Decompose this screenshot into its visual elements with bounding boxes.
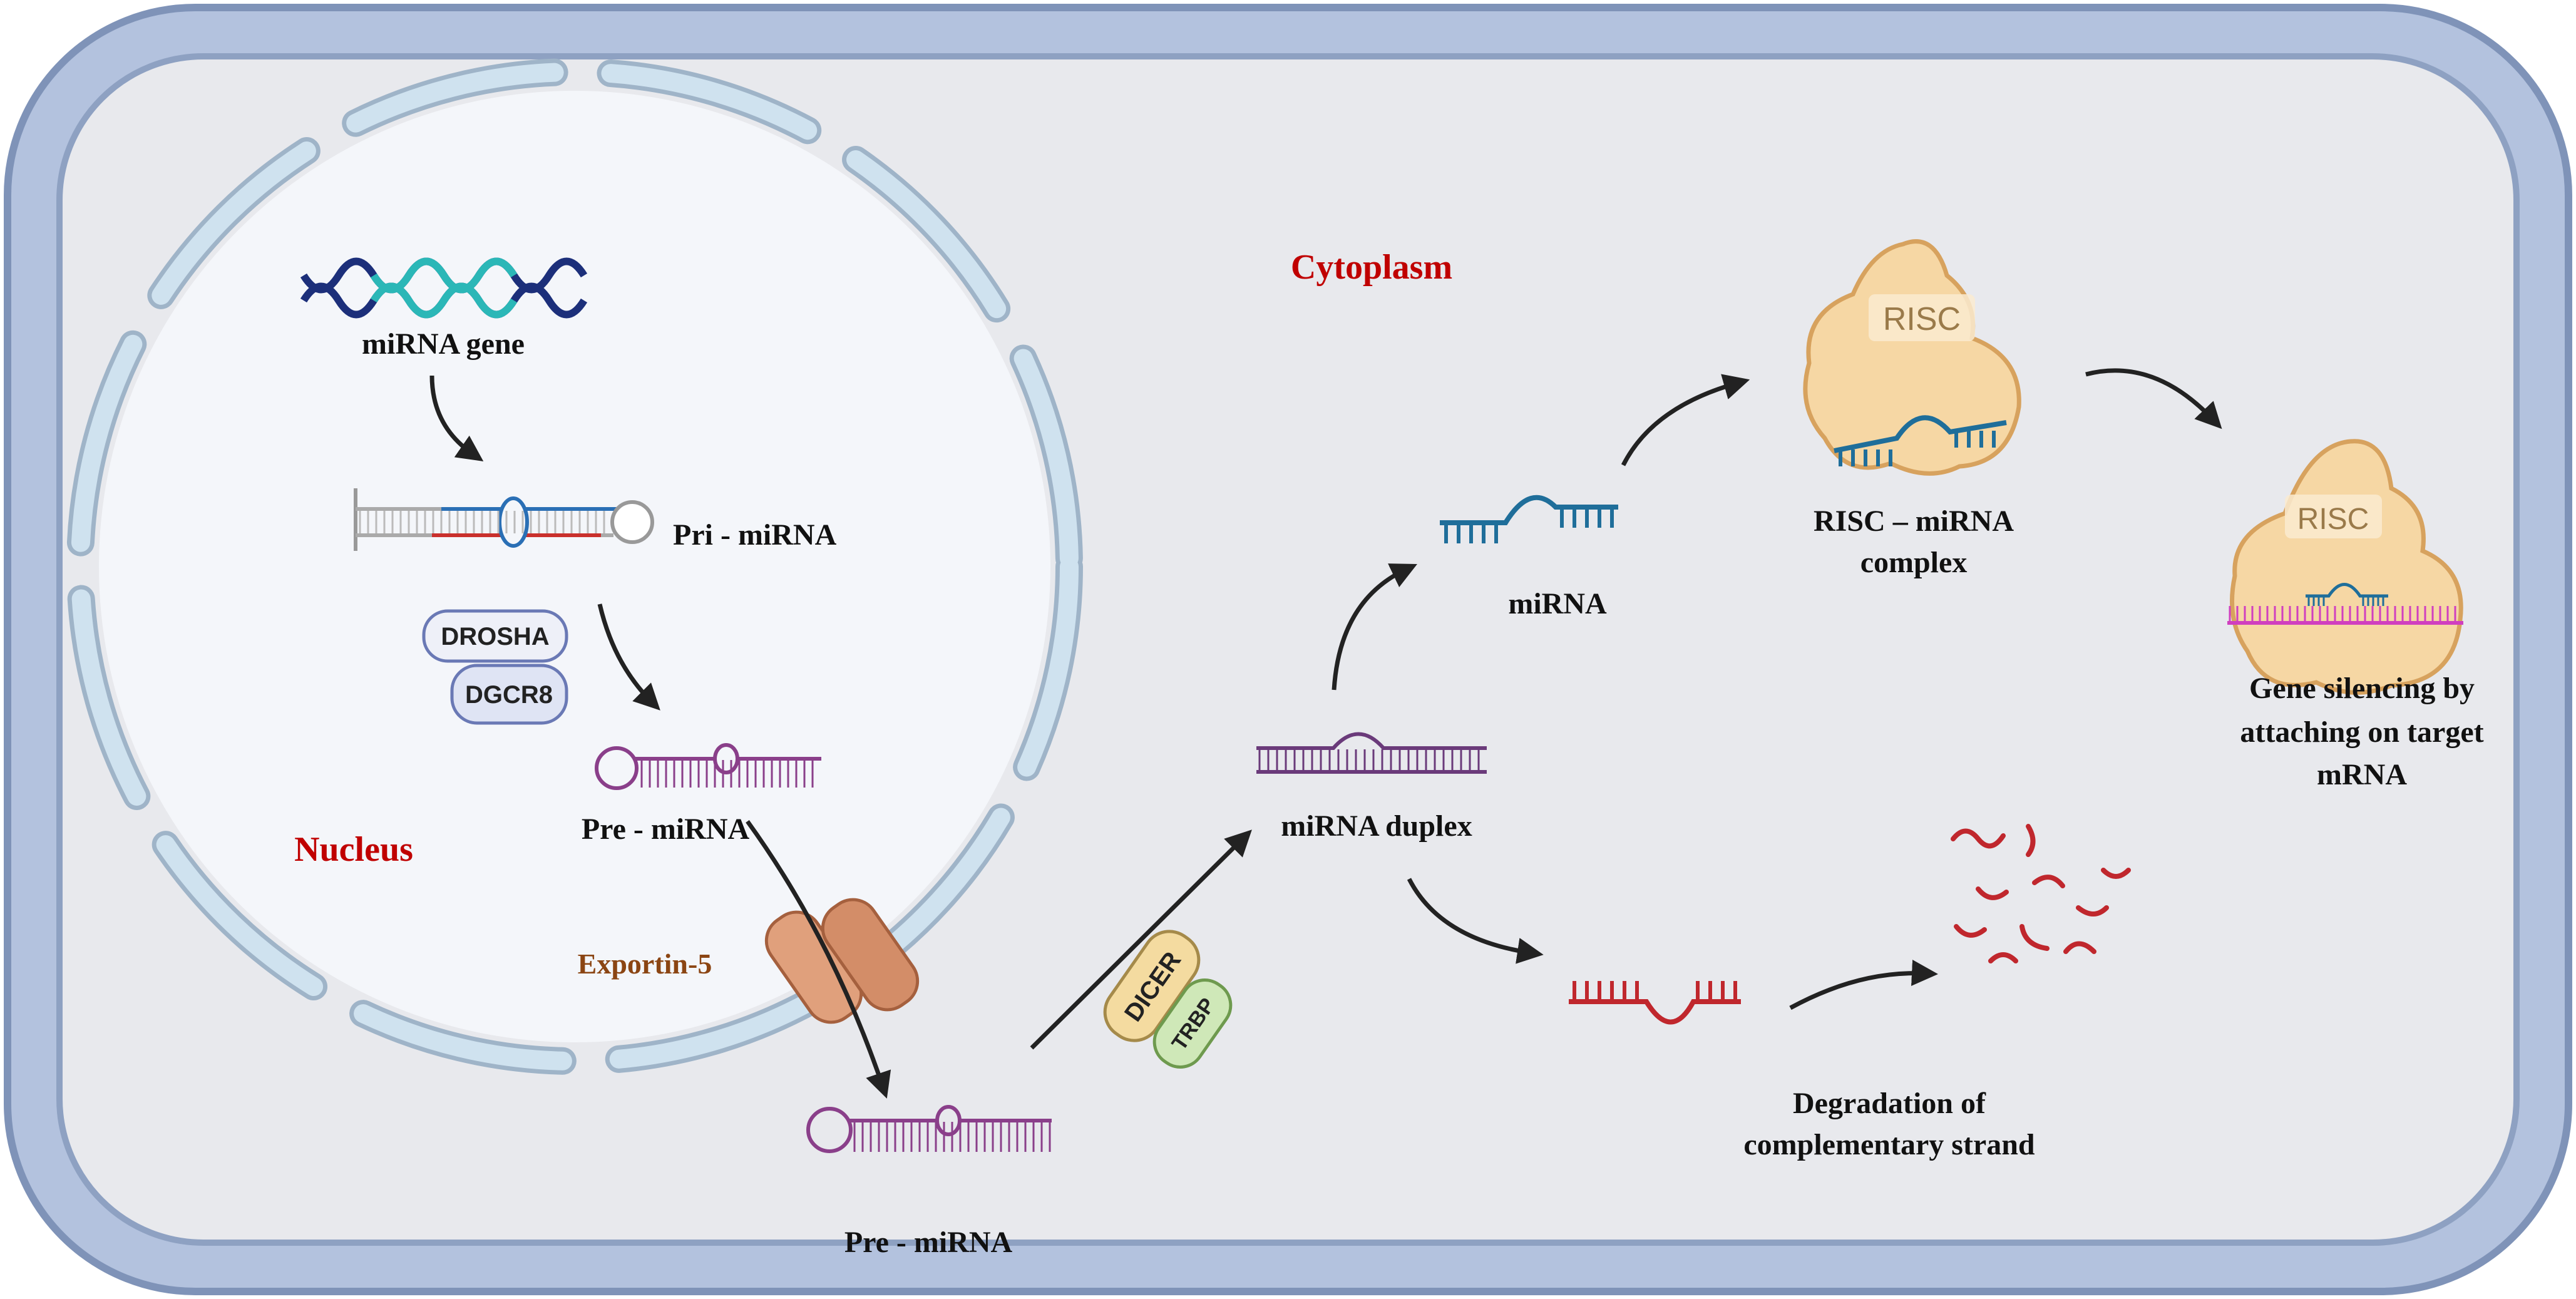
- base-pair-rungs: [1573, 981, 1639, 1002]
- base-pair-rungs: [359, 511, 605, 533]
- base-pair-rungs: [1444, 523, 1498, 543]
- base-pair-rungs: [1954, 431, 1996, 448]
- dna-helix-icon: [300, 257, 588, 319]
- pre-mirna-hairpin-icon: [595, 743, 821, 790]
- arrow-dicer-processing: [1030, 829, 1252, 1050]
- drosha-label: DROSHA: [441, 623, 549, 650]
- pre-mirna-nucleus-label: Pre - miRNA: [582, 813, 750, 846]
- risc-target-protein-icon: [2230, 439, 2463, 695]
- cytoplasm-label: Cytoplasm: [1291, 248, 1452, 287]
- arrow-to-degradation: [1789, 960, 1938, 1010]
- pri-mirna-label: Pri - miRNA: [673, 518, 837, 552]
- pre-mirna-cytoplasm-hairpin-icon: [806, 1105, 1052, 1153]
- exportin-5-channel-icon: [764, 898, 920, 1024]
- target-mrna-icon: [2227, 606, 2463, 625]
- mirna-label: miRNA: [1508, 587, 1607, 620]
- arrow-mirna-to-risc: [1621, 374, 1750, 466]
- base-pair-rungs: [1258, 749, 1480, 771]
- nucleus-label: Nucleus: [294, 830, 413, 869]
- base-pair-rungs: [2229, 606, 2456, 623]
- risc-label-2: RISC: [2297, 503, 2369, 536]
- base-pair-rungs: [1839, 449, 1892, 466]
- mirna-gene-label: miRNA gene: [362, 327, 525, 361]
- arrow-pri-to-pre: [597, 603, 660, 711]
- arrow-duplex-to-passenger: [1407, 878, 1544, 964]
- base-pair-rungs: [1696, 981, 1737, 1002]
- pri-mirna-hairpin-icon: [354, 488, 654, 551]
- base-pair-rungs: [2362, 597, 2384, 606]
- degraded-fragments-icon: [1951, 824, 2131, 963]
- drosha-protein: [422, 609, 568, 663]
- arrow-gene-to-pri: [429, 375, 484, 461]
- base-pair-rungs: [1560, 507, 1614, 528]
- mirna-duplex-icon: [1256, 732, 1487, 774]
- dgcr8-label: DGCR8: [465, 681, 553, 709]
- base-pair-rungs: [640, 760, 814, 788]
- risc-label-1: RISC: [1883, 301, 1961, 337]
- arrow-duplex-to-mirna: [1332, 563, 1417, 691]
- arrow-export: [746, 819, 891, 1099]
- exportin-5-label: Exportin-5: [578, 948, 712, 980]
- arrow-risc-to-silencing: [2085, 368, 2222, 429]
- base-pair-rungs: [853, 1122, 1051, 1152]
- nuclear-envelope-fill: [71, 63, 1079, 1071]
- trbp-protein: [1152, 978, 1233, 1069]
- risc-bound-mirna-icon: [1834, 415, 2007, 466]
- nucleus: [99, 91, 1050, 1042]
- dicer-protein: [1103, 930, 1201, 1042]
- risc-protein-icon: [1803, 239, 2021, 476]
- base-pair-rungs: [2307, 597, 2325, 606]
- dgcr8-protein: [450, 664, 568, 725]
- passenger-strand-icon: [1569, 981, 1741, 1025]
- mirna-strand-icon: [1440, 495, 1618, 543]
- mirna-duplex-label: miRNA duplex: [1281, 809, 1472, 843]
- bound-mirna-icon: [2306, 583, 2388, 606]
- pre-mirna-cytoplasm-label: Pre - miRNA: [844, 1226, 1013, 1259]
